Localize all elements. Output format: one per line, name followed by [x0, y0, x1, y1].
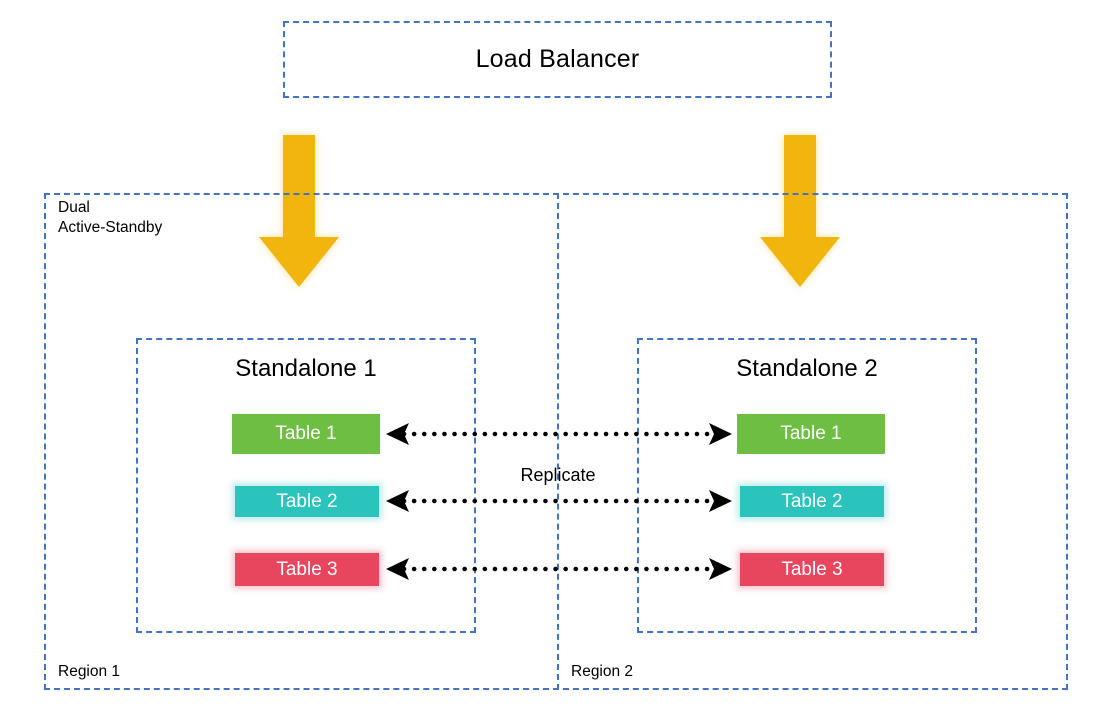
standalone-1-table-2-label: Table 2 [276, 490, 338, 512]
standalone-2-table-2-label: Table 2 [781, 490, 843, 512]
standalone-1-table-2[interactable]: Table 2 [235, 486, 379, 517]
standalone-1-table-3-label: Table 3 [276, 558, 338, 580]
traffic-arrow-down-icon-right [760, 135, 840, 287]
traffic-arrow-down-icon-left [259, 135, 339, 287]
standalone-2-title: Standalone 2 [736, 355, 878, 382]
region-2-label: Region 2 [571, 663, 634, 680]
dual-active-standby-label: Dual Active-Standby [58, 199, 163, 236]
standalone-1-table-1[interactable]: Table 1 [232, 414, 380, 454]
standalone-2-table-3[interactable]: Table 3 [740, 553, 884, 586]
standalone-1-title: Standalone 1 [235, 355, 377, 382]
region-1-label: Region 1 [58, 663, 121, 680]
standalone-1-box[interactable] [136, 338, 476, 633]
region-divider [557, 193, 559, 690]
standalone-2-table-2[interactable]: Table 2 [740, 486, 884, 517]
standalone-2-table-1-label: Table 1 [780, 423, 842, 444]
load-balancer-label: Load Balancer [475, 45, 640, 73]
standalone-2-box[interactable] [637, 338, 977, 633]
standalone-2-table-1[interactable]: Table 1 [737, 414, 885, 454]
standalone-2-table-3-label: Table 3 [781, 558, 843, 580]
dual-active-standby-container[interactable] [44, 193, 1068, 690]
replicate-label: Replicate [520, 465, 596, 485]
load-balancer-box[interactable]: Load Balancer [283, 21, 832, 98]
standalone-1-table-3[interactable]: Table 3 [235, 553, 379, 586]
standalone-1-table-1-label: Table 1 [275, 423, 337, 444]
